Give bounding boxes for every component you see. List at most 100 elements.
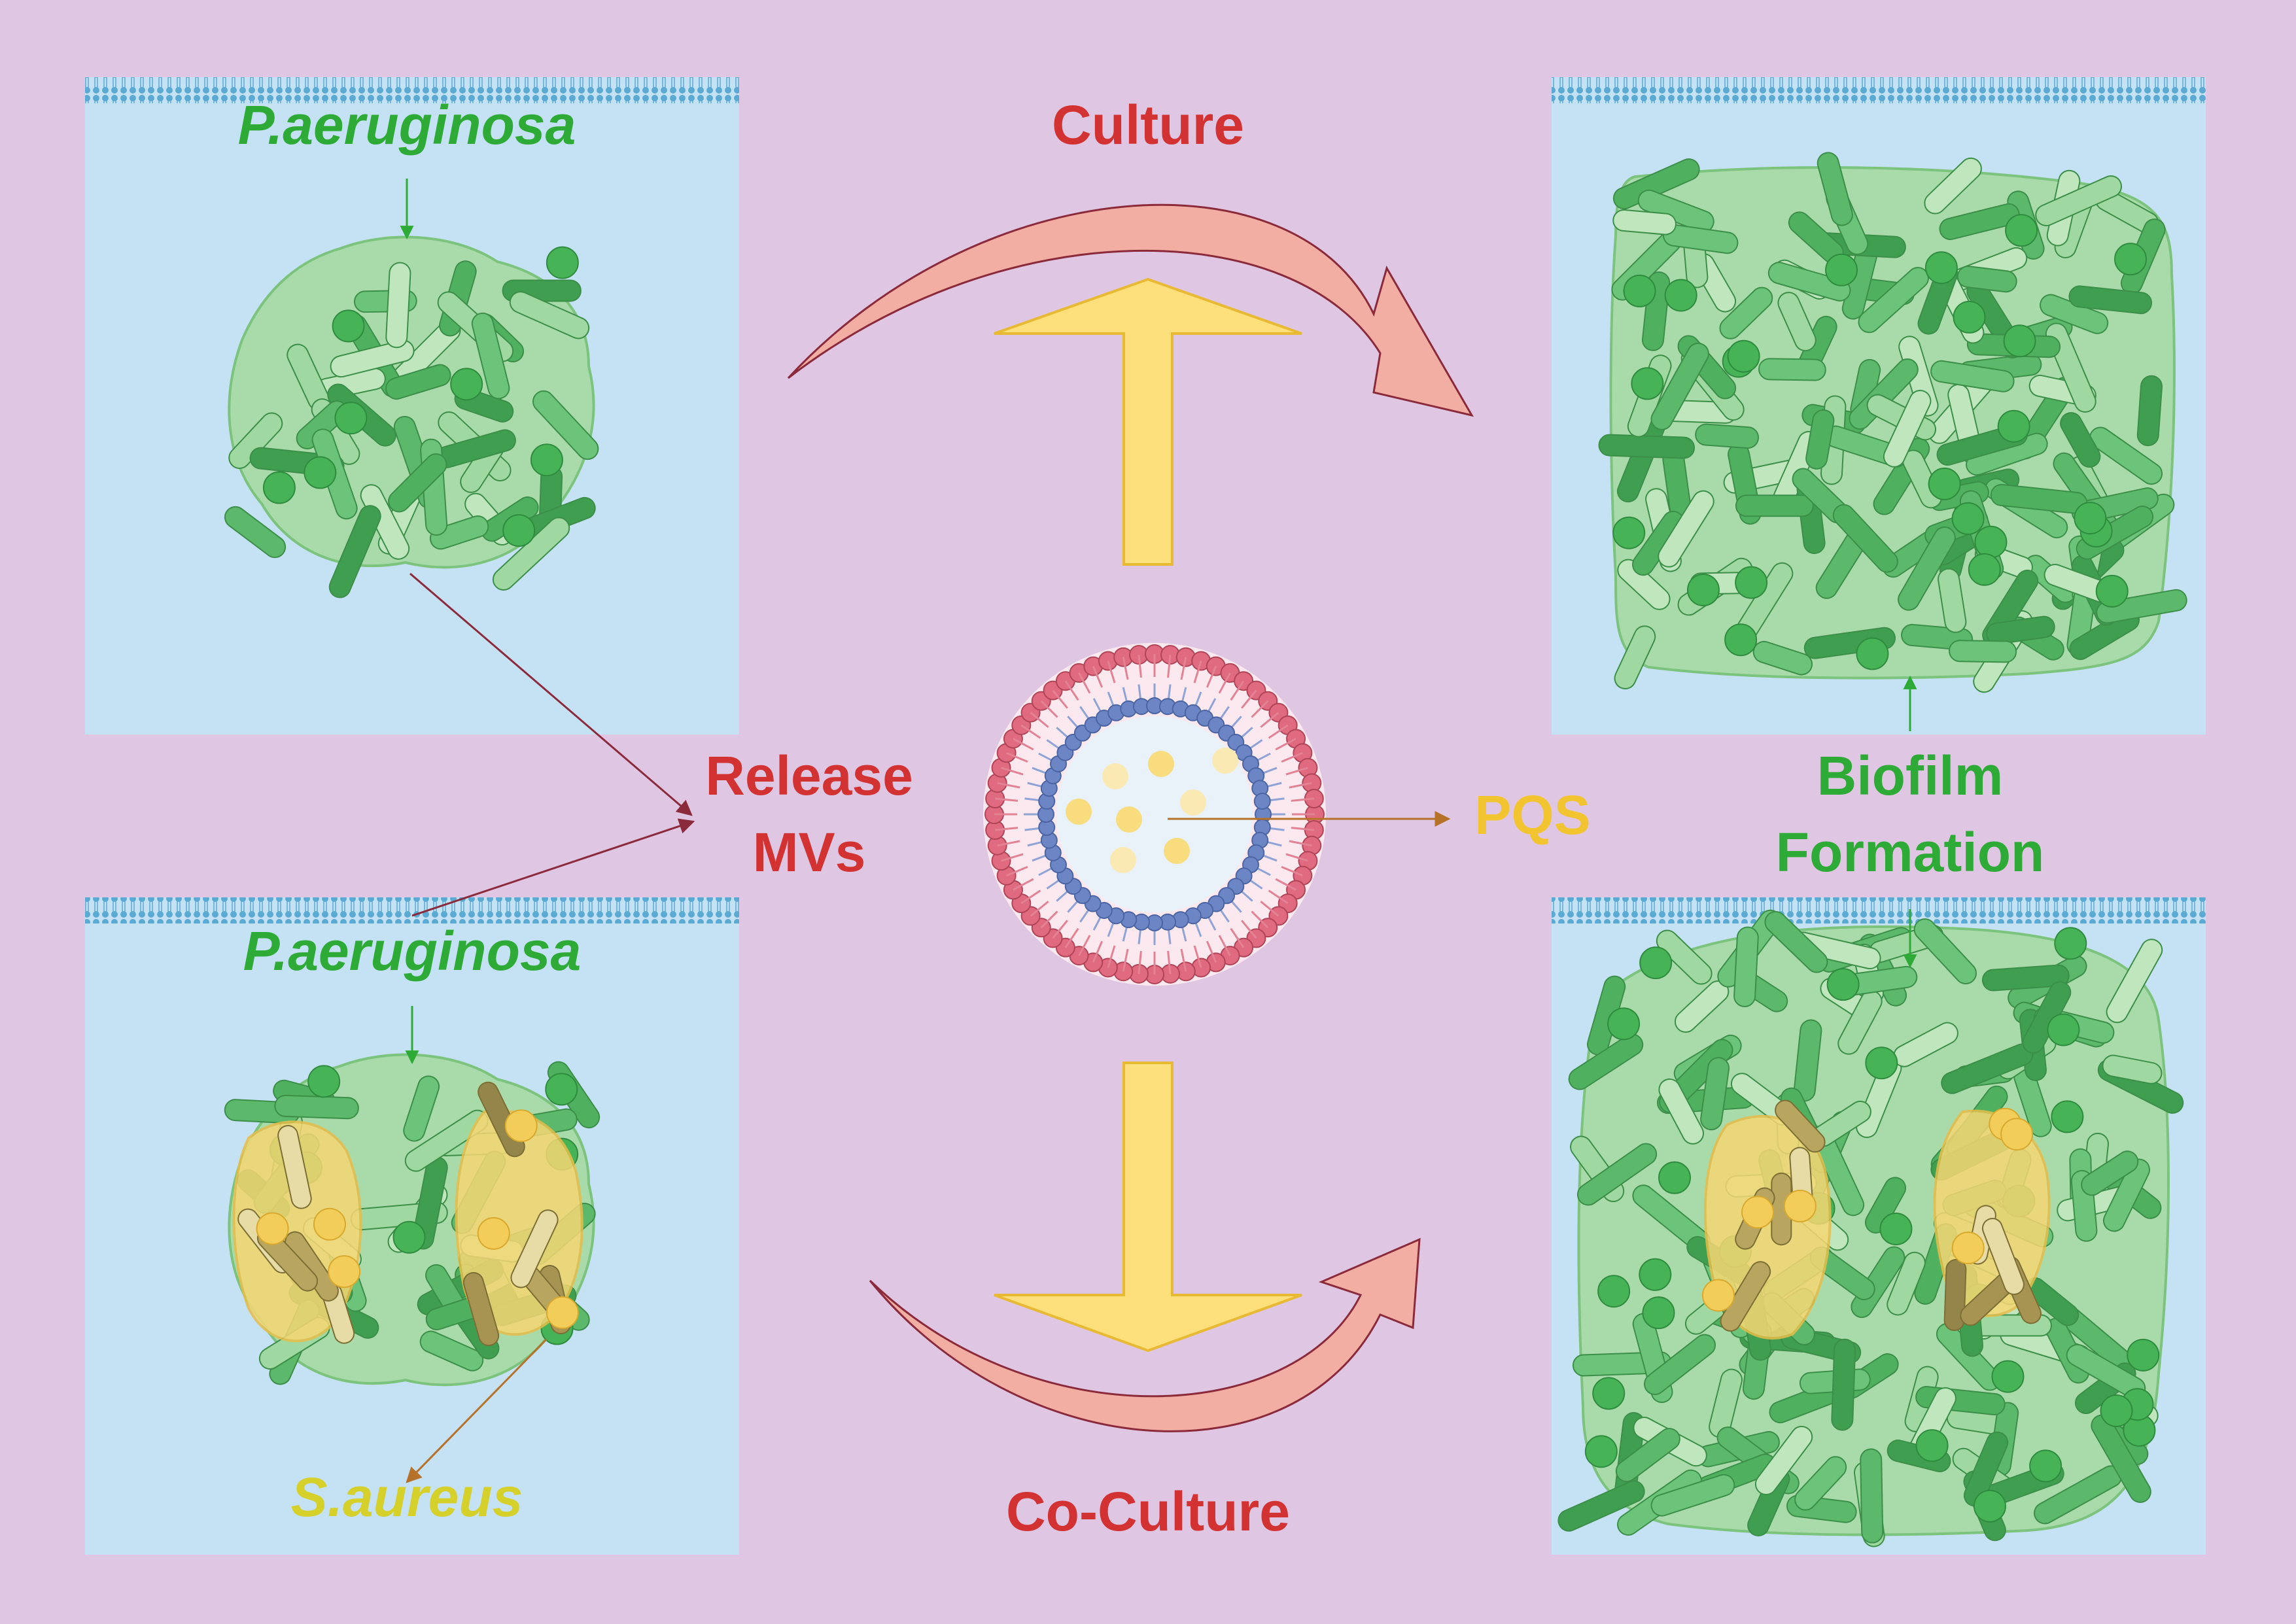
bacterium-coccus xyxy=(262,471,296,504)
bacterium-coccus xyxy=(1686,573,1720,606)
bacterium-rod xyxy=(1764,910,1828,973)
bacterium-rod xyxy=(1924,157,1982,215)
bacterium-rod xyxy=(385,262,411,349)
bacterium-rod xyxy=(2068,285,2153,315)
lipid-tail xyxy=(1218,935,1231,956)
bacterium-rod xyxy=(1576,1143,1658,1206)
arrow-pa-to-release xyxy=(409,572,693,816)
label-s-aureus: S.aureus xyxy=(291,1466,523,1528)
lipid-tail xyxy=(1122,948,1129,972)
bacterium-rod xyxy=(403,1075,440,1142)
staph-rod xyxy=(1775,1099,1826,1153)
bacterium-coccus xyxy=(1639,1258,1672,1291)
lipid-tail xyxy=(1193,661,1202,683)
staph-coccus xyxy=(1701,1279,1735,1312)
bacterium-rod xyxy=(1700,1057,1730,1131)
lipid-tail xyxy=(1013,738,1034,751)
bacterium-rod xyxy=(532,390,599,460)
lipid-tail xyxy=(1064,680,1079,701)
label-formation: Formation xyxy=(1776,821,2045,883)
bacterium-coccus xyxy=(1928,467,1961,500)
lipid-head xyxy=(1253,792,1271,810)
bacterium-rod xyxy=(1832,504,1898,573)
bacterium-coccus xyxy=(1991,1360,2025,1393)
bacterium-rod xyxy=(330,339,415,378)
staph-layer xyxy=(1701,1099,2042,1332)
mixed-cluster xyxy=(224,1053,600,1387)
lipid-tail xyxy=(1078,935,1091,956)
bacterium-rod xyxy=(1656,929,1713,985)
bacterium-rod xyxy=(1617,559,1671,610)
bacterium-coccus xyxy=(502,514,536,547)
staph-coccus xyxy=(504,1109,538,1143)
lipid-tail xyxy=(1241,920,1257,939)
lipid-tail xyxy=(1107,661,1116,683)
bacterium-rod xyxy=(1557,1480,1645,1532)
bacterium-rod xyxy=(492,517,570,591)
lipid-tail xyxy=(1230,927,1245,948)
lipid-tail xyxy=(1251,910,1269,929)
lipid-tail xyxy=(1013,878,1034,891)
bacterium-rod xyxy=(1758,358,1826,381)
lipid-tail xyxy=(1281,865,1303,877)
label-biofilm: Biofilm xyxy=(1817,745,2004,806)
bacterium-coccus xyxy=(1924,251,1958,285)
bacterium-rod xyxy=(2102,1158,2151,1232)
bacterium-coccus xyxy=(1724,623,1758,657)
bacterium-rod xyxy=(1767,262,1851,302)
bacterium-rod xyxy=(471,312,510,400)
arrow-mixed-to-release xyxy=(411,818,695,917)
up-arrow xyxy=(994,277,1302,566)
bacterium-coccus xyxy=(1735,566,1768,599)
label-pqs: PQS xyxy=(1474,784,1590,846)
lipid-tail xyxy=(995,797,1018,802)
bacterium-rod xyxy=(2102,1054,2163,1084)
bacterium-coccus xyxy=(1597,1275,1631,1308)
bacterium-rod xyxy=(1981,964,2070,992)
membrane-vesicle xyxy=(983,643,1326,986)
bacterium-rod xyxy=(1930,360,2015,392)
bacterium-coccus xyxy=(1856,637,1889,670)
bacterium-coccus xyxy=(1825,253,1858,286)
lipid-tail xyxy=(1291,797,1314,802)
lipid-tail xyxy=(1275,878,1296,891)
lipid-tail xyxy=(1030,901,1049,917)
lipid-tail xyxy=(1291,827,1314,831)
biofilm-coculture xyxy=(1557,909,2184,1547)
bacterium-rod xyxy=(274,1094,359,1120)
bacterium-rod xyxy=(1615,1428,1680,1483)
bacterium-rod xyxy=(1598,434,1696,459)
lipid-tail xyxy=(1030,712,1049,728)
arrow-to-saureus xyxy=(406,1338,548,1483)
lipid-tail xyxy=(1193,945,1202,968)
staph-coccus xyxy=(2000,1118,2034,1151)
label-release: Release xyxy=(705,745,913,806)
lipid-tail xyxy=(1092,941,1104,963)
bacterium-rod xyxy=(1735,494,1814,517)
down-arrow xyxy=(994,1062,1302,1353)
lipid-tail xyxy=(1285,767,1308,776)
bacterium-coccus xyxy=(1584,1435,1618,1468)
bacterium-coccus xyxy=(1727,339,1760,373)
bacterium-rod xyxy=(1831,1338,1856,1431)
culture-curved-arrow xyxy=(787,203,1474,417)
staph-coccus xyxy=(1783,1190,1817,1223)
staph-coccus xyxy=(313,1207,346,1241)
bacterium-coccus xyxy=(332,309,365,343)
membrane-strip xyxy=(85,897,739,924)
bacterium-rod xyxy=(1658,1078,1704,1145)
bacterium-rod xyxy=(388,453,447,513)
staph-coccus xyxy=(477,1217,510,1250)
label-pa-bottom: P.aeruginosa xyxy=(243,920,582,982)
bacterium-coccus xyxy=(334,402,368,435)
staph-coccus xyxy=(546,1296,579,1329)
lipid-tail xyxy=(1078,672,1091,694)
bacterium-coccus xyxy=(1639,946,1673,980)
staph-coccus xyxy=(1951,1231,1985,1264)
lipid-tail xyxy=(1180,657,1187,680)
lipid-tail xyxy=(1230,680,1245,701)
bacterium-coccus xyxy=(1915,1429,1949,1462)
lipid-tail xyxy=(1206,666,1217,688)
bacterium-coccus xyxy=(1951,502,1985,535)
